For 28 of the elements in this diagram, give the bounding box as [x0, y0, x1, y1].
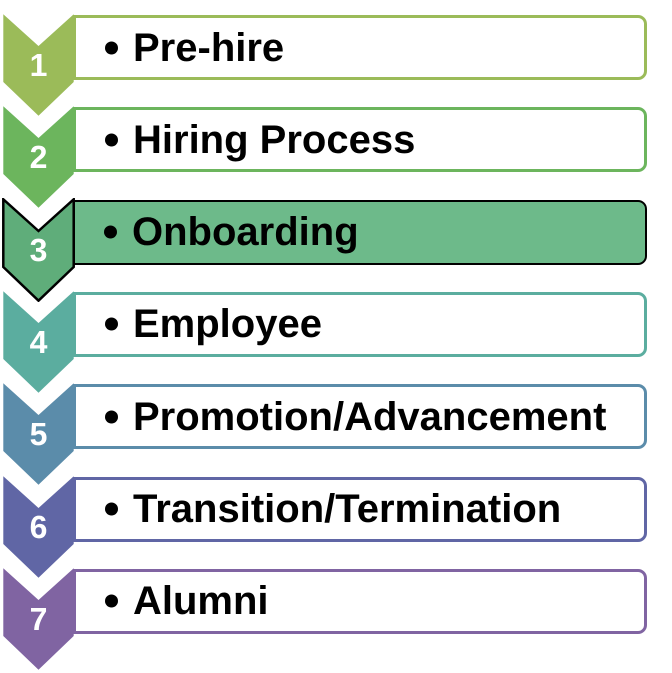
step-marker	[2, 105, 75, 210]
step-marker	[2, 198, 75, 302]
step-box	[73, 292, 647, 357]
step-marker	[2, 13, 75, 117]
step-box	[73, 107, 647, 172]
step-label: Hiring Process	[133, 116, 416, 163]
step-number: 7	[30, 600, 48, 637]
step-label: Transition/Termination	[133, 486, 562, 532]
step-box	[73, 476, 647, 542]
step-label: Employee	[133, 301, 322, 348]
step-marker	[2, 290, 75, 394]
step-box	[73, 384, 647, 450]
step-marker	[2, 474, 75, 578]
step-box	[73, 568, 647, 634]
step-marker	[2, 382, 75, 486]
step-box	[73, 200, 647, 265]
step-box	[73, 15, 647, 80]
step-number: 6	[30, 508, 48, 544]
step-label: Promotion/Advancement	[133, 394, 606, 440]
step-label: Onboarding	[132, 209, 359, 256]
step-number: 3	[30, 232, 48, 268]
step-number: 4	[30, 324, 48, 360]
step-number: 5	[30, 416, 48, 452]
step-label: Pre-hire	[133, 24, 284, 70]
step-number: 1	[30, 47, 48, 83]
step-label: Alumni	[133, 578, 269, 624]
step-number: 2	[30, 139, 48, 176]
step-marker	[2, 566, 75, 671]
